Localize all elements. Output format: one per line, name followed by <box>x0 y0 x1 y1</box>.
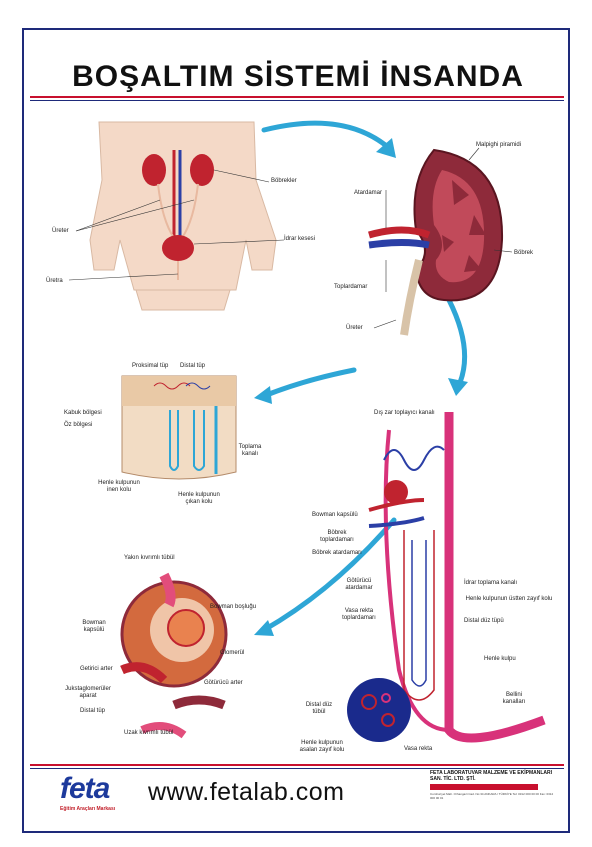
label-bowman-boslugu: Bowman boşluğu <box>210 604 257 610</box>
label-idrar-kesesi: İdrar kesesi <box>284 236 316 242</box>
label-distal-duz-tubul: Distal düz tübül <box>305 702 333 715</box>
label-uzak: Uzak kıvrımlı tübül <box>124 730 174 736</box>
label-idrar-toplama: İdrar toplama kanalı <box>464 580 518 586</box>
label-bellini: Bellini kanalları <box>502 692 526 705</box>
label-henle-alt: Henle kulpunun asalan zayıf kolu <box>299 740 345 753</box>
company-name: FETA LABORATUVAR MALZEME VE EKİPMANLARI … <box>430 770 553 782</box>
label-distal: Distal tüp <box>180 363 206 369</box>
title-rule-blue <box>30 100 564 101</box>
title-rule-red <box>30 96 564 98</box>
page-title: BOŞALTIM SİSTEMİ İNSANDA <box>72 60 524 93</box>
kidney-cross-section <box>368 147 513 336</box>
label-henle-cikan: Henle kulpunun çıkan kolu <box>178 492 220 505</box>
label-proksimal: Proksimal tüp <box>132 363 169 369</box>
arrow-heads <box>254 138 468 636</box>
website-url[interactable]: www.fetalab.com <box>148 778 345 806</box>
poster: BOŞALTIM SİSTEMİ İNSANDA <box>22 28 570 833</box>
company-address: Cumhuriyet Mah. Orhangazi Cad. No:34 ANK… <box>430 792 554 800</box>
label-atardamar: Atardamar <box>354 190 383 196</box>
label-glomerul: Glomerül <box>220 650 245 656</box>
label-bobrek: Böbrek <box>514 250 534 256</box>
label-bobrek-toplardamari: Böbrek toplardamarı <box>320 530 354 543</box>
label-distal-duz: Distal düz tüpü <box>464 618 504 624</box>
feta-logo: feta <box>60 772 110 805</box>
label-toplama: Toplama kanalı <box>238 444 262 457</box>
company-badge <box>430 784 538 790</box>
label-kidney-ureter: Üreter <box>346 325 363 331</box>
label-malpighi: Malpighi piramidi <box>476 142 522 148</box>
nephron-tubule-block <box>121 375 237 480</box>
logo-tagline: Eğitim Araçları Markası <box>60 806 116 812</box>
label-bowman-kapsulu-g: Bowman kapsülü <box>82 620 106 633</box>
footer-rule-red <box>30 764 564 766</box>
label-henle-kulpu: Henle kulpu <box>484 656 516 662</box>
label-gotururcu-g: Götürücü arter <box>204 680 243 686</box>
torso-illustration <box>68 121 285 311</box>
glomerulus-small <box>384 480 408 504</box>
footer-rule-blue <box>30 768 564 769</box>
right-kidney <box>190 154 214 186</box>
label-bowman-kapsulu-v: Bowman kapsülü <box>312 512 358 518</box>
glomerulus-detail <box>120 572 228 739</box>
label-juksta: Jukstaglomerüler aparat <box>65 686 111 699</box>
bladder <box>162 235 194 261</box>
label-dis-zar: Dış zar toplayıcı kanalı <box>374 410 435 416</box>
label-oz: Öz bölgesi <box>64 422 93 428</box>
label-gotururcu-v: Götürücü atardamar <box>345 578 373 591</box>
label-yakin: Yakın kıvrımlı tübül <box>124 555 175 561</box>
flow-arrows <box>261 120 468 633</box>
label-kabuk: Kabuk bölgesi <box>64 410 102 416</box>
vascular-nephron <box>347 412 546 743</box>
label-henle-ust: Henle kulpunun üstten zayıf kolu <box>465 596 553 602</box>
label-henle-inen: Henle kulpunun inen kolu <box>98 480 140 493</box>
label-ureter: Üreter <box>52 228 69 234</box>
label-toplardamar: Toplardamar <box>334 284 368 290</box>
left-kidney <box>142 154 166 186</box>
label-bobrek-atardamari: Böbrek atardamarı <box>312 550 362 556</box>
anatomy-illustrations <box>68 120 546 743</box>
label-getirici: Getirici arter <box>80 666 113 672</box>
cross-section-circle <box>347 678 411 742</box>
label-distal-g: Distal tüp <box>80 708 106 714</box>
label-vasa-recta-top: Vasa rekta toplardamarı <box>342 608 376 621</box>
label-vasa-rekta: Vasa rekta <box>404 746 433 752</box>
label-uretra: Üretra <box>46 278 63 284</box>
label-bobrekler: Böbrekler <box>271 178 297 184</box>
